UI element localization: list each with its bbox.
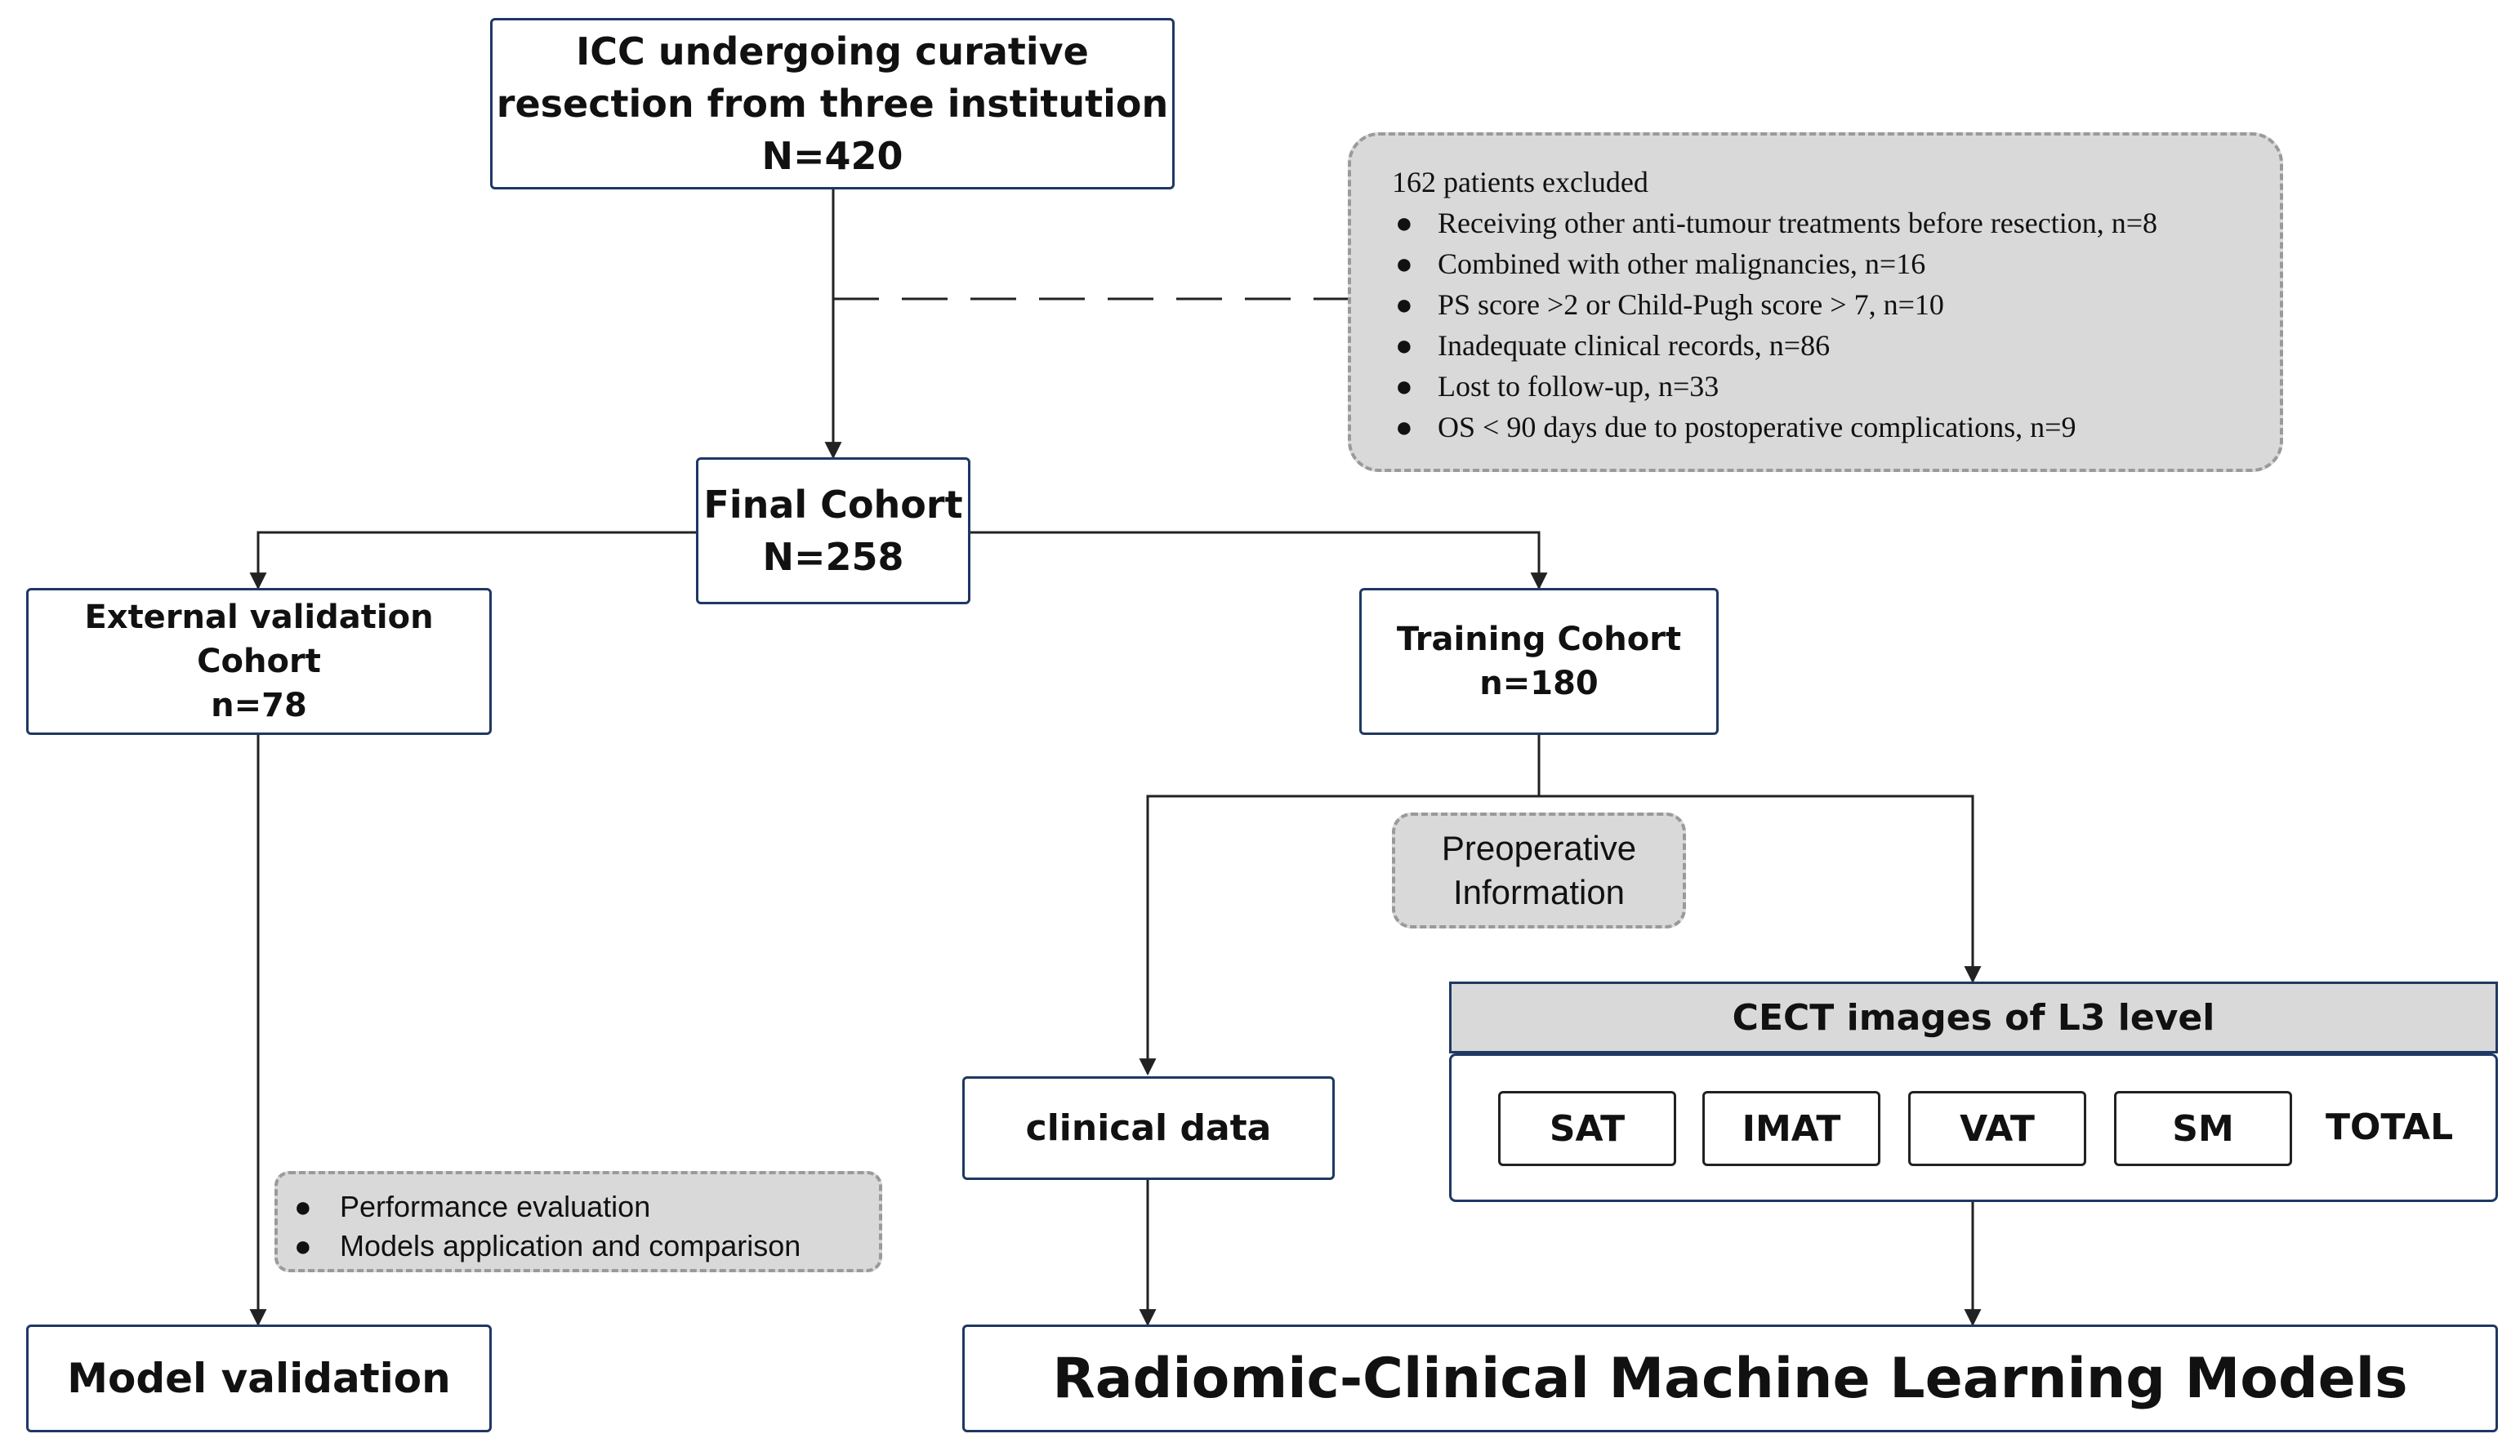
preop-line2: Information [1452, 873, 1626, 911]
bullet-icon: ● [1395, 207, 1413, 239]
bullet-icon: ● [294, 1229, 312, 1262]
component-sat: SAT [1498, 1091, 1676, 1166]
bullet-icon: ● [1395, 329, 1413, 362]
arrow-final-to-training [970, 531, 1548, 590]
cect-header: CECT images of L3 level [1449, 982, 2498, 1053]
component-total: TOTAL [2326, 1106, 2454, 1148]
clinical-data-box: clinical data [962, 1076, 1335, 1180]
exclusion-item: ●OS < 90 days due to postoperative compl… [1392, 407, 2280, 447]
start-line2: resection from three institution [496, 82, 1169, 126]
external-validation-box: External validation Cohort n=78 [26, 588, 492, 735]
training-title: Training Cohort [1396, 621, 1682, 658]
final-count: N=258 [762, 535, 904, 579]
training-cohort-box: Training Cohort n=180 [1359, 588, 1719, 735]
exclusion-item: ●Lost to follow-up, n=33 [1392, 366, 2280, 407]
cect-title: CECT images of L3 level [1732, 996, 2215, 1039]
model-validation-box: Model validation [26, 1325, 492, 1432]
bullet-icon: ● [1395, 247, 1413, 280]
bullet-icon: ● [1395, 288, 1413, 321]
exclusion-item: ●Combined with other malignancies, n=16 [1392, 243, 2280, 284]
clinical-label: clinical data [1025, 1107, 1272, 1149]
validation-note-item: ●Performance evaluation [278, 1187, 879, 1227]
bullet-icon: ● [294, 1190, 312, 1223]
final-cohort-box: Final Cohort N=258 [696, 457, 970, 604]
external-title: External validation Cohort [84, 599, 434, 680]
final-title: Final Cohort [703, 483, 963, 527]
exclusion-item: ●Receiving other anti-tumour treatments … [1392, 203, 2280, 243]
validation-notes-box: ●Performance evaluation ●Models applicat… [274, 1171, 882, 1272]
ml-models-box: Radiomic-Clinical Machine Learning Model… [962, 1325, 2498, 1432]
preop-line1: Preoperative [1441, 829, 1637, 867]
component-vat: VAT [1908, 1091, 2086, 1166]
start-count: N=420 [761, 134, 903, 178]
component-imat: IMAT [1702, 1091, 1880, 1166]
exclusion-box: 162 patients excluded ●Receiving other a… [1348, 132, 2283, 472]
exclusion-item: ●PS score >2 or Child-Pugh score > 7, n=… [1392, 284, 2280, 325]
ml-models-label: Radiomic-Clinical Machine Learning Model… [1052, 1346, 2408, 1411]
exclusion-title: 162 patients excluded [1392, 166, 1648, 198]
preoperative-information-box: Preoperative Information [1392, 813, 1686, 928]
external-count: n=78 [211, 687, 307, 724]
model-validation-label: Model validation [67, 1355, 451, 1402]
validation-note-item: ●Models application and comparison [278, 1227, 879, 1266]
arrow-final-to-external [249, 531, 696, 590]
start-cohort-box: ICC undergoing curative resection from t… [490, 18, 1175, 189]
arrow-training-to-clinical [1139, 795, 1539, 1076]
training-count: n=180 [1479, 665, 1599, 702]
component-sm: SM [2114, 1091, 2292, 1166]
exclusion-item: ●Inadequate clinical records, n=86 [1392, 325, 2280, 366]
bullet-icon: ● [1395, 370, 1413, 403]
bullet-icon: ● [1395, 411, 1413, 443]
arrow-training-to-cect [1539, 795, 1982, 984]
start-line1: ICC undergoing curative [576, 29, 1089, 73]
